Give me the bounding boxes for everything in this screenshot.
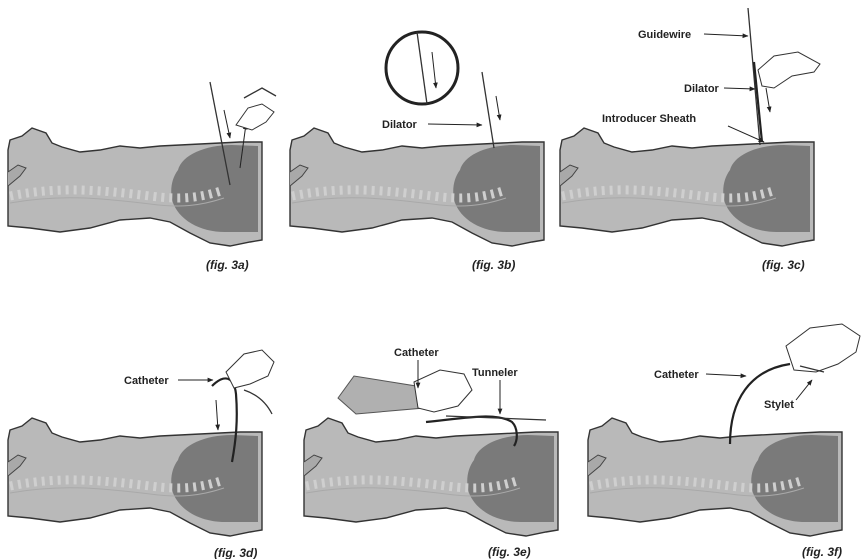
panel-fig-3a: (fig. 3a) — [8, 82, 276, 272]
label-pointer — [724, 88, 755, 89]
hand-illustration — [236, 104, 274, 130]
panel-fig-3c: Guidewire Dilator Introducer Sheath (fig… — [560, 8, 820, 272]
patient-silhouette — [290, 128, 544, 246]
arm-illustration — [338, 376, 424, 414]
caption-fig-3e: (fig. 3e) — [488, 545, 531, 559]
panel-fig-3e: Catheter Tunneler (fig. 3e) — [304, 347, 558, 559]
patient-silhouette — [304, 418, 558, 536]
patient-silhouette — [588, 418, 842, 536]
hand-illustration — [414, 370, 472, 412]
panel-fig-3f: Catheter Stylet (fig. 3f) — [588, 324, 860, 559]
caption-fig-3d: (fig. 3d) — [214, 546, 257, 559]
label-stylet: Stylet — [764, 399, 794, 411]
direction-arrow — [224, 110, 230, 138]
hand-illustration — [226, 350, 274, 388]
hand-illustration — [758, 52, 820, 88]
patient-silhouette — [560, 128, 814, 246]
label-guidewire: Guidewire — [638, 29, 691, 41]
caption-fig-3c: (fig. 3c) — [762, 258, 805, 272]
direction-arrow — [216, 400, 218, 430]
caption-fig-3f: (fig. 3f) — [802, 545, 842, 559]
label-tunneler: Tunneler — [472, 367, 518, 379]
caption-fig-3a: (fig. 3a) — [206, 258, 249, 272]
dilator-line — [482, 72, 494, 148]
direction-arrow — [496, 96, 500, 120]
panel-fig-3b: Dilator (fig. 3b) — [290, 32, 544, 272]
label-introducer-sheath: Introducer Sheath — [602, 113, 696, 125]
syringe-outline — [244, 88, 276, 98]
patient-silhouette — [8, 418, 262, 536]
label-dilator: Dilator — [684, 83, 720, 95]
guidewire-line — [748, 8, 760, 145]
hand-illustration — [786, 324, 860, 372]
label-catheter: Catheter — [394, 347, 439, 359]
patient-silhouette — [8, 128, 262, 246]
catheter-end — [244, 390, 272, 414]
label-pointer — [796, 380, 812, 400]
label-catheter: Catheter — [124, 375, 169, 387]
label-dilator: Dilator — [382, 119, 418, 131]
label-catheter: Catheter — [654, 369, 699, 381]
panel-fig-3d: Catheter (fig. 3d) — [8, 350, 274, 559]
caption-fig-3b: (fig. 3b) — [472, 258, 515, 272]
label-pointer — [428, 124, 482, 125]
label-pointer — [704, 34, 748, 36]
direction-arrow — [766, 88, 770, 112]
label-pointer — [706, 374, 746, 376]
